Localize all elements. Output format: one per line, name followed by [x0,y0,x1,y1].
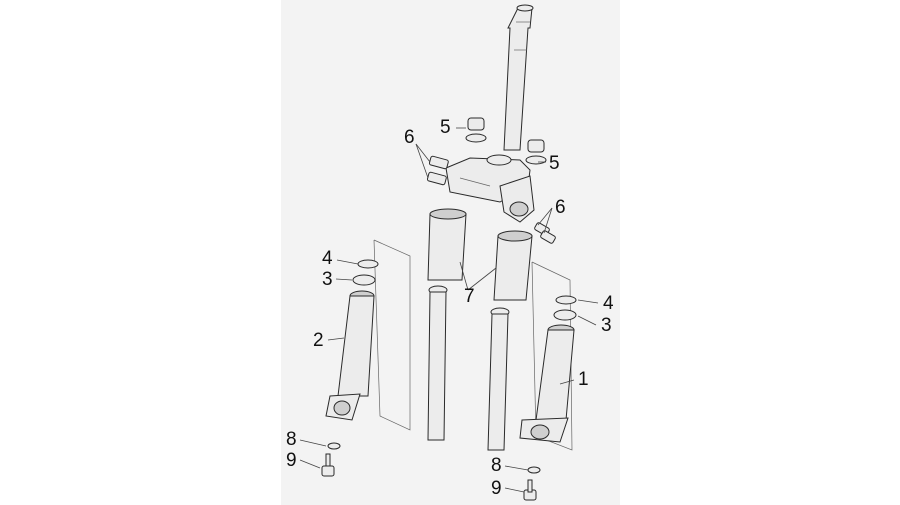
callout-3-left: 3 [322,269,333,290]
callout-1: 1 [578,369,589,390]
fork-slider-right [519,295,577,443]
fork-tube-right [487,230,533,451]
bolt-right [523,479,537,501]
callout-3-right: 3 [601,315,612,336]
triple-clamp [445,154,535,223]
spring-outline-left [373,239,411,431]
callout-9-right: 9 [491,478,502,499]
callout-5-left: 5 [440,117,451,138]
callout-5-right: 5 [549,153,560,174]
leader-lines [299,127,599,493]
steering-stem [503,4,534,151]
fork-tube-left [427,208,467,441]
callout-4-left: 4 [322,248,333,269]
callout-8-right: 8 [491,455,502,476]
spring-outline-right [531,261,573,451]
washer-left [327,442,341,450]
bolt-left [321,453,335,477]
callout-2: 2 [313,330,324,351]
clamp-bolts-left [426,155,449,186]
clamp-bolts-right [534,222,556,244]
callout-6-right: 6 [555,197,566,218]
callout-7: 7 [464,286,475,307]
fork-slider-left [325,259,379,421]
washer-right [527,466,541,474]
callout-9-left: 9 [286,450,297,471]
callout-8-left: 8 [286,429,297,450]
callout-4-right: 4 [603,293,614,314]
callout-6-left: 6 [404,127,415,148]
